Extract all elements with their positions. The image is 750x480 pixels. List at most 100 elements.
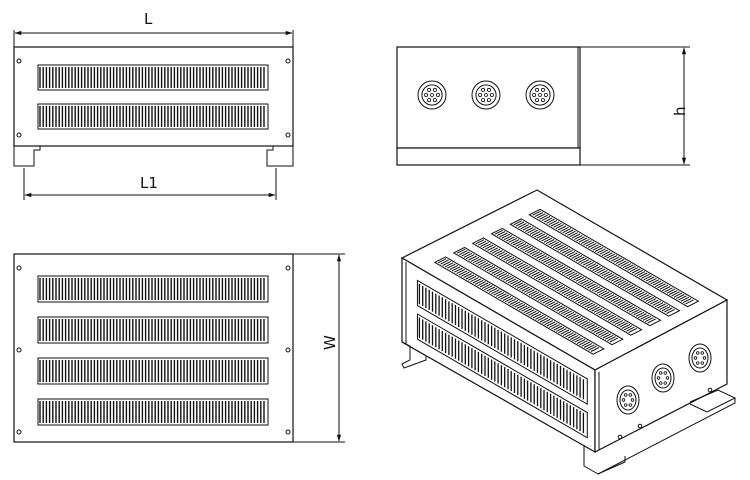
screw-hole [285,265,291,271]
side-view: h [396,46,690,166]
base-plate [396,147,581,166]
connector-pin [481,87,486,92]
mounting-foot-right [266,146,294,167]
dimension-label-l1: L1 [140,174,158,192]
screw-hole [285,429,291,435]
connector-pin [486,98,491,103]
iso-vent-slots [475,239,638,333]
connector-ring [691,347,709,369]
iso-connector-row [616,343,712,415]
connector-pin [489,93,494,98]
connector-pin [427,98,432,103]
connector-pin [535,98,540,103]
connector-pin [543,93,548,98]
vent-band [37,398,269,426]
iso-vent-band [416,313,588,439]
vent-slots [39,360,265,382]
connector-pin [659,381,663,385]
connector-pin [628,403,632,407]
iso-vent-slots [418,284,585,400]
connector-pin [427,87,432,92]
connector-pin [621,398,626,402]
connector-ring [619,389,637,411]
connector-pin [532,93,537,98]
dimension-label-h: h [671,106,689,116]
connector-ring [654,367,672,389]
iso-top-vent-slots [433,208,700,355]
top-view: W [13,253,345,443]
vent-band [37,64,269,91]
iso-vent-slots [437,258,600,352]
iso-base-rail [597,398,736,475]
connector-pin [424,93,429,98]
iso-vent-slots [532,210,694,305]
connector-pin [696,351,700,355]
isometric-view [400,189,737,475]
connector-pin [663,371,667,375]
connector-pin [702,356,707,360]
connector-row [417,80,555,110]
connector-ring [475,84,497,106]
dimension-label-l: L [144,10,153,28]
vent-band [37,316,269,344]
dimension-label-w: W [321,335,339,350]
connector-pin [432,98,437,103]
screw-hole [16,265,22,271]
connector-pin [624,393,628,397]
mounting-foot-left [13,146,41,167]
connector-pin [538,93,542,97]
vent-slots [39,106,265,127]
screw-hole [617,434,623,440]
connector-pin [484,93,488,97]
vent-band [37,103,269,130]
connector-ring [421,84,443,106]
screw-hole [16,429,22,435]
connector-pin [432,87,437,92]
iso-vent-slots [456,248,619,343]
connector-pin [628,393,632,397]
front-panel [13,46,294,147]
screw-hole [16,132,22,138]
iso-foot-left [401,341,427,369]
vent-band [37,275,269,303]
iso-front-vent-slots [416,279,588,439]
connector-pin [540,98,545,103]
connector-pin [700,361,704,365]
vent-slots [39,401,265,423]
connector-pin [693,356,698,360]
connector-pin [481,98,486,103]
connector-pin [430,93,434,97]
iso-vent-slots [418,317,585,433]
screw-hole [16,58,22,64]
connector-pin [486,87,491,92]
screw-hole [707,387,713,393]
iso-vent-slots [494,229,656,324]
connector-pin [663,381,667,385]
vent-slots [39,67,265,88]
vent-slots [39,319,265,341]
connector-ring [529,84,551,106]
connector-pin [700,351,704,355]
iso-vent-slots [513,220,675,314]
connector-pin [630,398,635,402]
connector-pin [624,403,628,407]
screw-hole [16,347,22,353]
screw-hole [285,347,291,353]
top-vent-slots [37,275,269,426]
iso-vent-band [416,279,588,406]
vent-slots [39,278,265,300]
connector-pin [659,371,663,375]
screw-hole [285,58,291,64]
connector-pin [665,376,670,380]
front-view: L L1 [13,10,294,200]
front-vent-slots [37,64,269,130]
connector-pin [435,93,440,98]
connector-pin [540,87,545,92]
connector-pin [478,93,483,98]
connector-pin [535,87,540,92]
screw-hole [637,423,643,429]
connector-pin [696,361,700,365]
connector-pin [656,376,661,380]
vent-band [37,357,269,385]
